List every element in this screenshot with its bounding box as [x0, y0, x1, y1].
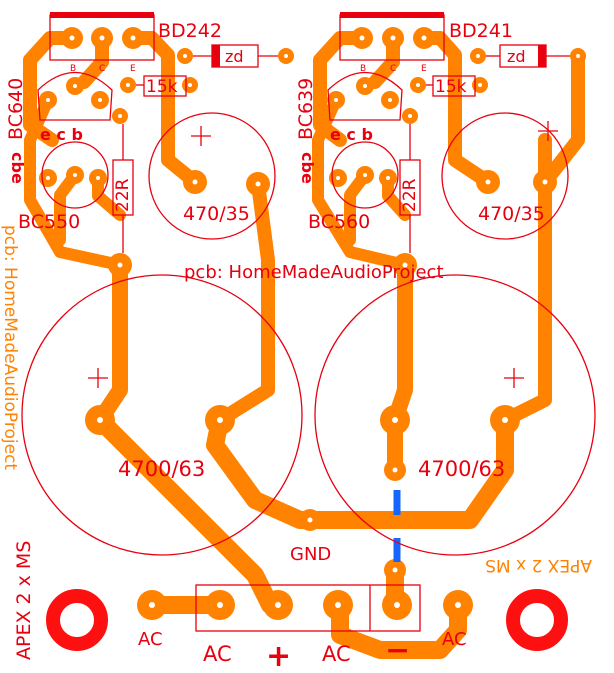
silkscreen — [21, 12, 596, 651]
label-bc550: BC550 — [18, 211, 80, 233]
credit-label: pcb: HomeMadeAudioProject — [184, 262, 444, 283]
label-pins-driver-left: e c b — [40, 125, 83, 144]
connector-label-ac: AC — [442, 629, 467, 650]
pin-e: E — [130, 64, 136, 74]
label-pins-cbe-right: cbe — [298, 152, 317, 184]
label-bd241: BD241 — [449, 20, 513, 42]
mounting-hole — [46, 589, 108, 651]
label-bc560: BC560 — [308, 211, 370, 233]
label-bc639: BC639 — [295, 78, 317, 140]
label-zd-right: zd — [507, 47, 526, 66]
label-pins-driver-right: e c b — [330, 125, 373, 144]
pin-b: B — [360, 64, 366, 74]
label-15k-left: 15k — [146, 77, 178, 97]
pin-c: C — [390, 64, 396, 74]
label-15k-right: 15k — [435, 77, 467, 97]
pin-c: C — [99, 64, 105, 74]
credit-label-mirrored: pcb: HomeMadeAudioProject — [0, 225, 20, 470]
label-cap-470-right: 470/35 — [478, 203, 545, 225]
connector-label-plus: + — [266, 639, 291, 673]
mounting-hole — [506, 589, 568, 651]
title-vertical: APEX 2 x MS — [13, 541, 35, 660]
label-zd-left: zd — [225, 47, 244, 66]
label-cap-4700-right: 4700/63 — [418, 457, 505, 481]
label-bd242: BD242 — [158, 20, 222, 42]
label-cap-470-left: 470/35 — [183, 203, 250, 225]
pin-e: E — [421, 64, 427, 74]
label-pins-cbe-left: cbe — [8, 152, 27, 184]
title-mirrored: APEX 2 x MS — [485, 555, 592, 575]
gnd-label: GND — [290, 544, 331, 565]
label-bc640: BC640 — [5, 78, 27, 140]
connector-label-ac: AC — [138, 629, 163, 650]
pin-b: B — [70, 64, 76, 74]
label-22r-left: 22R — [113, 178, 133, 212]
connector-label-ac: AC — [203, 642, 232, 666]
connector-label-minus: − — [385, 633, 410, 668]
connector-label-ac: AC — [322, 642, 351, 666]
label-cap-4700-left: 4700/63 — [118, 457, 205, 481]
pads — [39, 27, 586, 620]
label-22r-right: 22R — [400, 178, 420, 212]
